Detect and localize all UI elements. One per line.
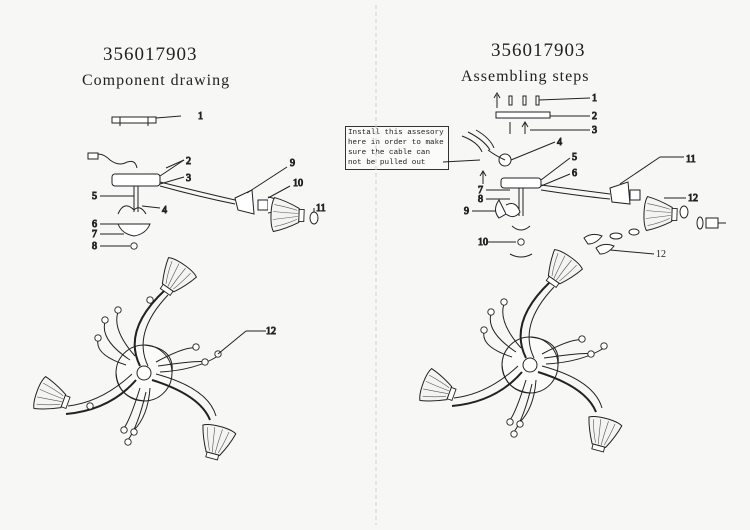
callout: 5 xyxy=(92,191,97,202)
left-part-number: 356017903 xyxy=(103,44,198,65)
callout: 7 xyxy=(478,185,483,196)
callout: 10 xyxy=(293,178,303,189)
callout: 6 xyxy=(92,219,97,230)
right-part-number: 356017903 xyxy=(491,40,586,61)
callout: 4 xyxy=(557,137,562,148)
note-line: sure the cable can xyxy=(348,149,431,157)
callout: 9 xyxy=(464,206,469,217)
callout: 2 xyxy=(186,156,191,167)
callout: 3 xyxy=(186,173,191,184)
callout: 1 xyxy=(198,111,203,122)
callout: 8 xyxy=(478,194,483,205)
callout: 12 xyxy=(656,249,666,260)
callout: 1 xyxy=(592,93,597,104)
note-line: here in order to make xyxy=(348,139,444,147)
note-line: Install this assesory xyxy=(348,129,444,137)
right-subtitle: Assembling steps xyxy=(461,68,590,85)
callout: 6 xyxy=(572,168,577,179)
note-line: not be pulled out xyxy=(348,159,426,167)
callout: 10 xyxy=(478,237,488,248)
cable-note-box: Install this assesory here in order to m… xyxy=(345,126,449,170)
callout: 11 xyxy=(686,154,696,165)
left-assembled-fixture: 12 xyxy=(65,289,277,446)
callout: 12 xyxy=(688,193,698,204)
supply-wires xyxy=(91,153,138,169)
callout: 4 xyxy=(162,205,167,216)
callout: 7 xyxy=(92,229,97,240)
right-assembled-fixture xyxy=(451,281,608,438)
left-subtitle: Component drawing xyxy=(82,72,231,89)
canopy xyxy=(111,173,161,187)
callout: 12 xyxy=(266,326,276,337)
callout: 3 xyxy=(592,125,597,136)
callout: 5 xyxy=(572,152,577,163)
callout: 11 xyxy=(316,203,326,214)
left-exploded-view: 1 2 3 4 5 6 7 8 9 10 11 xyxy=(87,111,326,253)
right-exploded-view: 1 2 3 4 5 6 xyxy=(442,92,726,258)
callout: 8 xyxy=(92,241,97,252)
mounting-bracket xyxy=(111,116,157,124)
callout: 2 xyxy=(592,111,597,122)
callout: 9 xyxy=(290,158,295,169)
